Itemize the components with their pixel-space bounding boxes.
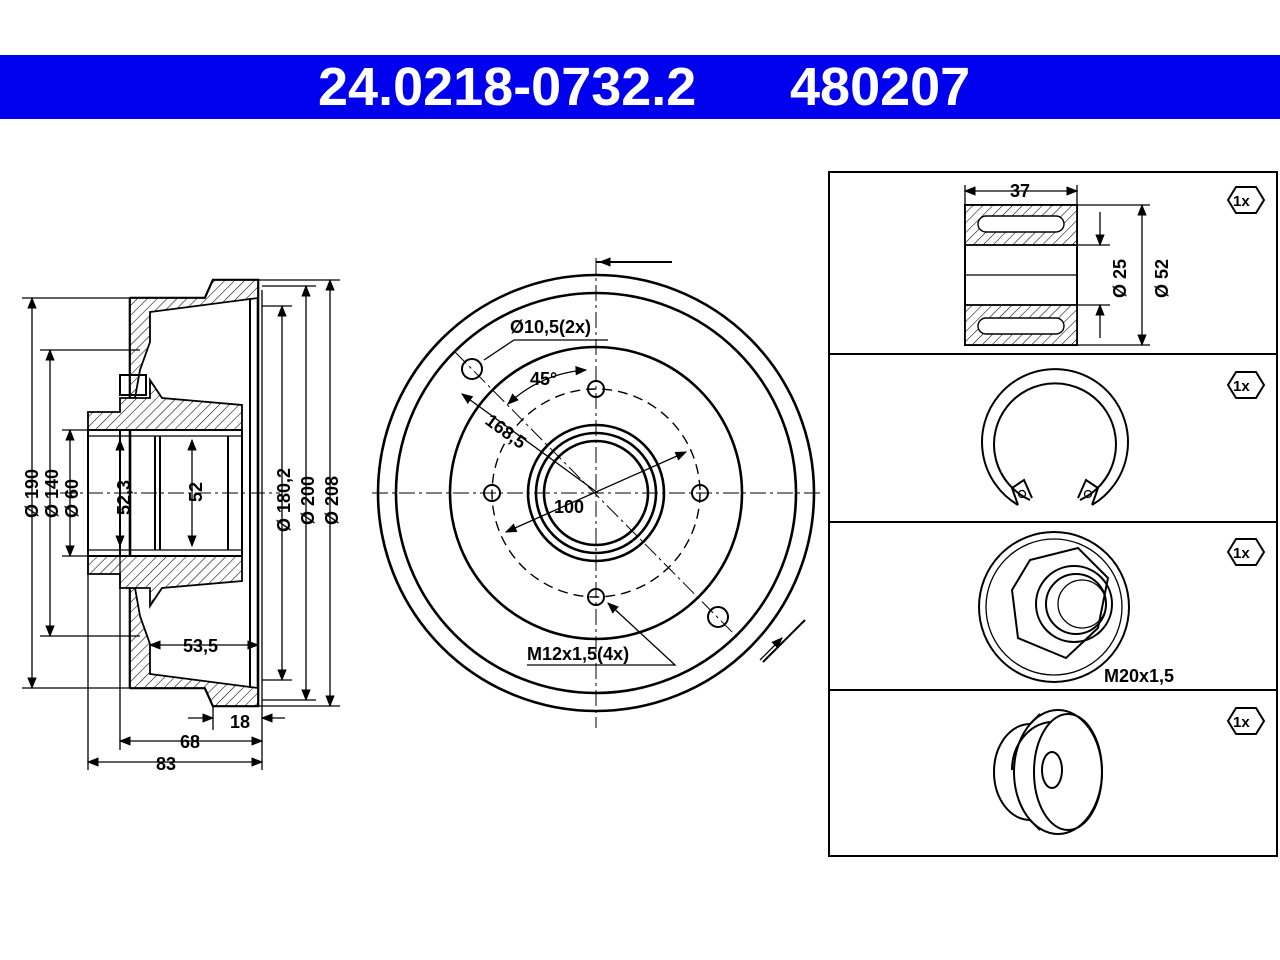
qty-badge-bearing: 1x	[1226, 186, 1266, 214]
dim-dia-190: Ø 190	[22, 469, 42, 518]
bearing-inner-dia: Ø 25	[1110, 259, 1130, 298]
nut-drawing: M20x1,5	[978, 531, 1174, 686]
dim-dia-60: Ø 60	[62, 479, 82, 518]
parts-panel: 1x 1x 1x 1x 37	[828, 171, 1278, 857]
svg-text:1x: 1x	[1233, 714, 1250, 731]
dim-dia-180-2: Ø 180,2	[274, 468, 294, 532]
part-number: 24.0218-0732.2	[318, 57, 697, 117]
dim-83: 83	[156, 754, 176, 774]
dim-52-3: 52,3	[114, 480, 134, 515]
cap-drawing	[993, 709, 1103, 835]
dim-18: 18	[230, 712, 250, 732]
dim-52: 52	[186, 482, 206, 502]
bearing-drawing: 37 Ø 25 Ø 52	[963, 181, 1172, 347]
pcd-100-label: 100	[554, 497, 584, 517]
svg-text:1x: 1x	[1233, 193, 1250, 210]
nut-thread-label: M20x1,5	[1104, 666, 1174, 686]
pcd-168-5-label: 168,5	[482, 410, 530, 453]
svg-text:1x: 1x	[1233, 378, 1250, 395]
front-view: Ø10,5(2x) 45° 168,5 100 M12x1,5(4x)	[372, 257, 822, 728]
qty-badge-circlip: 1x	[1226, 371, 1266, 399]
reference-number: 480207	[790, 57, 971, 117]
qty-badge-nut: 1x	[1226, 538, 1266, 566]
dim-dia-140: Ø 140	[42, 469, 62, 518]
angle-label: 45°	[530, 369, 557, 389]
thread-label: M12x1,5(4x)	[527, 644, 629, 664]
title-bar: 24.0218-0732.2 480207	[0, 55, 1280, 119]
dim-68: 68	[180, 732, 200, 752]
svg-text:1x: 1x	[1233, 545, 1250, 562]
side-section-view: Ø 190 Ø 140 Ø 60 52,3 52 53,5 Ø 180,2 Ø …	[22, 278, 342, 774]
bearing-width: 37	[1010, 181, 1030, 201]
dim-dia-200: Ø 200	[298, 476, 318, 525]
circlip-drawing	[981, 368, 1129, 506]
dim-53-5: 53,5	[183, 636, 218, 656]
qty-badge-cap: 1x	[1226, 707, 1266, 735]
hole-dia-label: Ø10,5(2x)	[510, 317, 591, 337]
dim-dia-208: Ø 208	[322, 476, 342, 525]
bearing-outer-dia: Ø 52	[1152, 259, 1172, 298]
